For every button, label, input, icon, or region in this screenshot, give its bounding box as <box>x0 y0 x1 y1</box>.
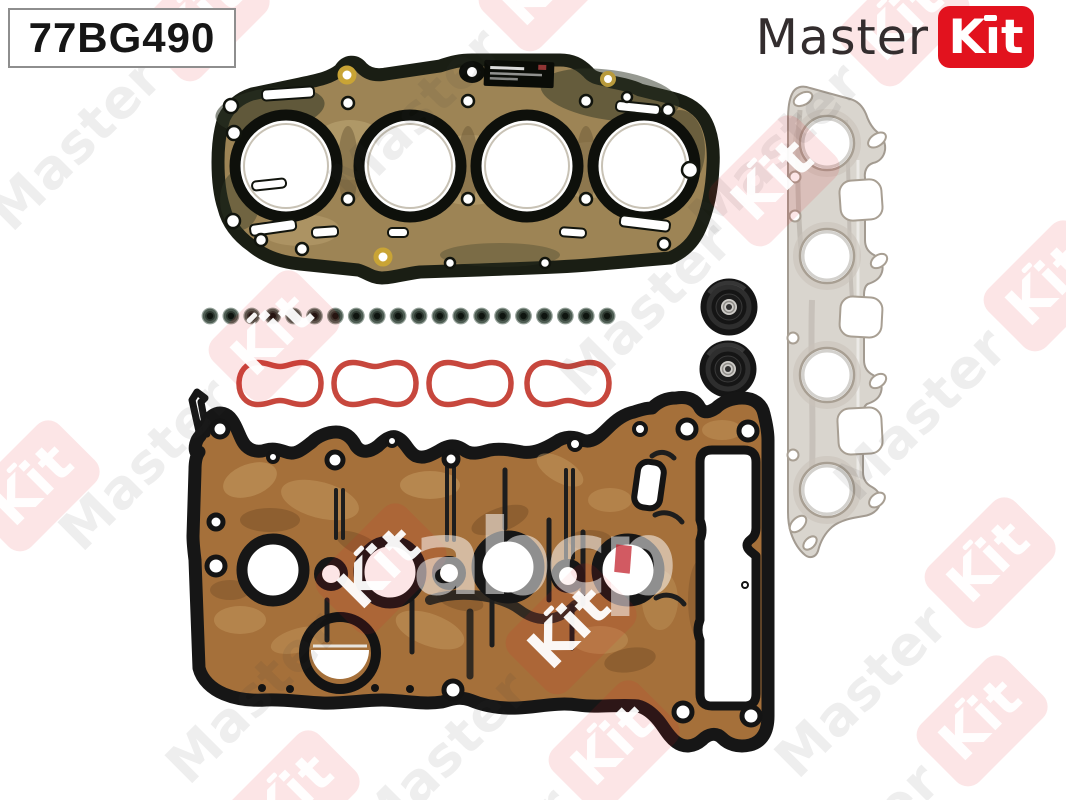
exhaust-manifold-gasket <box>786 85 889 559</box>
cylinder-head-gasket <box>211 53 720 285</box>
logo-kit-text: Kıt <box>948 9 1024 65</box>
gasket-hook-tab <box>188 388 211 440</box>
camshaft-seals <box>699 278 758 398</box>
logo-master-text: Master <box>755 8 929 66</box>
valve-stem-seals <box>201 307 616 325</box>
logo-kit-badge: Kıt <box>938 6 1034 68</box>
valve-cover-gasket <box>186 388 775 753</box>
gasket-label <box>483 59 555 89</box>
part-number-text: 77BG490 <box>28 14 216 61</box>
intake-port-gaskets <box>236 359 612 408</box>
kit-macron-icon <box>984 15 997 21</box>
brand-logo: Master Kıt <box>756 6 1034 68</box>
part-number-label: 77BG490 <box>8 8 236 68</box>
